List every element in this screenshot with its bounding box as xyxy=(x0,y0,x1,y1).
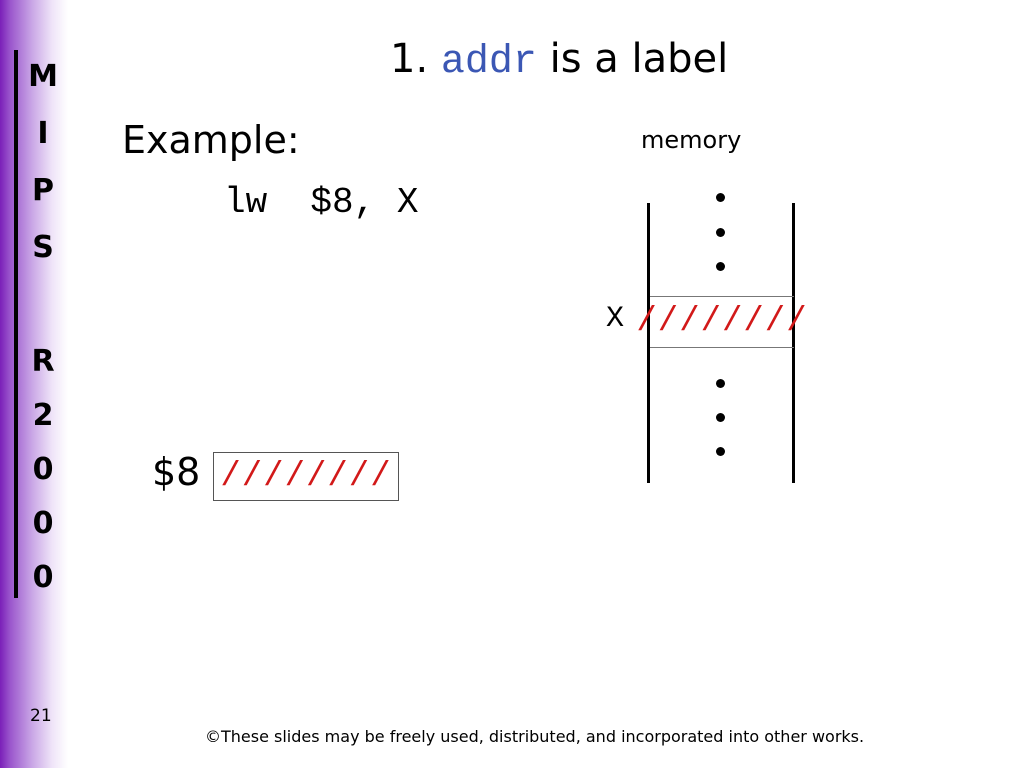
memory-left-wall xyxy=(647,203,650,483)
copyright-footer: ©These slides may be freely used, distri… xyxy=(205,727,865,746)
memory-cell-contents: //////// xyxy=(636,303,808,341)
ellipsis-dot xyxy=(716,447,725,456)
sidebar-gradient xyxy=(0,0,68,768)
title-rest: is a label xyxy=(549,36,729,82)
ellipsis-dot xyxy=(716,413,725,422)
sidebar-letter: 0 xyxy=(32,452,54,487)
memory-label: memory xyxy=(641,126,742,154)
register-box: //////// xyxy=(213,452,399,501)
register-label: $8 xyxy=(152,450,201,494)
ellipsis-dot xyxy=(716,262,725,271)
sidebar-letter: P xyxy=(32,173,54,208)
page-number: 21 xyxy=(30,706,52,726)
instruction-code: lw $8, X xyxy=(224,182,419,223)
title-number: 1. xyxy=(390,36,429,82)
memory-right-wall xyxy=(792,203,795,483)
title-code: addr xyxy=(440,40,537,85)
register-contents: //////// xyxy=(220,457,392,496)
sidebar-letter: R xyxy=(31,344,55,379)
sidebar-letter: I xyxy=(37,116,49,151)
memory-cell: //////// xyxy=(636,296,807,348)
ellipsis-dot xyxy=(716,193,725,202)
sidebar-letter: 0 xyxy=(32,560,54,595)
sidebar-letter: 2 xyxy=(32,398,54,433)
sidebar-rule xyxy=(14,50,18,598)
example-label: Example: xyxy=(122,118,300,162)
ellipsis-dot xyxy=(716,228,725,237)
ellipsis-dot xyxy=(716,379,725,388)
memory-address-label: X xyxy=(606,302,625,336)
sidebar-letter: S xyxy=(32,230,54,265)
sidebar-letter: M xyxy=(28,59,58,94)
slide-title: 1. addr is a label xyxy=(390,36,728,85)
sidebar-letter: 0 xyxy=(32,506,54,541)
